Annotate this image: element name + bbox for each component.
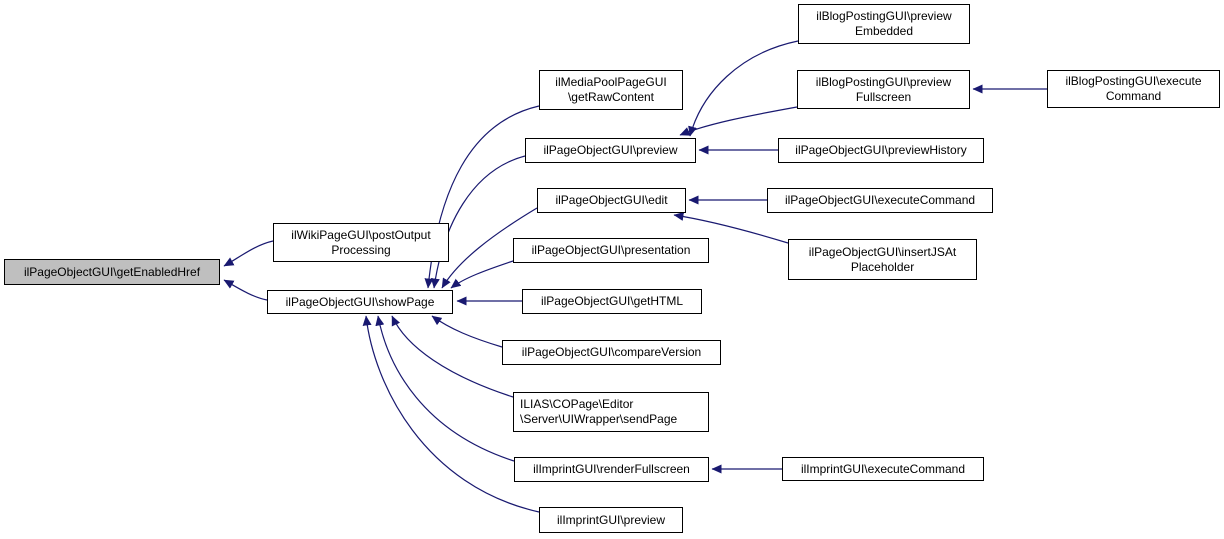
edge-renderFullscreen-to-showPage [375,315,515,462]
node-presentation[interactable]: ilPageObjectGUI\presentation [513,238,709,263]
edge-preview-to-showPage [430,155,526,289]
edge-presentation-to-showPage [450,260,514,289]
node-label: ilBlogPostingGUI\preview [816,9,952,23]
node-blogExecuteCommand[interactable]: ilBlogPostingGUI\execute Command [1047,70,1220,108]
node-label: Fullscreen [855,89,912,104]
node-sendPage[interactable]: ILIAS\COPage\Editor \Server\UIWrapper\se… [513,392,709,432]
node-label: ilWikiPageGUI\postOutput [291,227,431,242]
edge-previewFullscreen-to-preview [679,106,798,136]
node-getEnabledHref: ilPageObjectGUI\getEnabledHref [4,259,220,285]
node-label: ilPageObjectGUI\getEnabledHref [23,264,201,279]
node-label: ilPageObjectGUI\preview [543,143,678,157]
node-insertJSAtPlaceholder[interactable]: ilPageObjectGUI\insertJSAt Placeholder [788,239,977,280]
node-preview[interactable]: ilPageObjectGUI\preview [525,138,696,163]
node-label: ILIAS\COPage\Editor [520,397,634,411]
node-label: ilPageObjectGUI\compareVersion [521,345,702,359]
node-label: ilImprintGUI\executeCommand [800,461,966,476]
edge-compareVersion-to-showPage [431,315,503,348]
node-label: Processing [331,242,391,257]
node-label: Command [1105,89,1162,103]
node-label: ilPageObjectGUI\presentation [531,243,691,257]
node-label: ilBlogPostingGUI\preview [815,74,952,89]
node-previewEmbedded[interactable]: ilBlogPostingGUI\preview Embedded [798,4,970,44]
edge-insertJSAtPlaceholder-to-edit [673,212,789,244]
edge-showPage-to-getEnabledHref [223,279,268,301]
node-getRawContent[interactable]: ilMediaPoolPageGUI \getRawContent [539,70,683,110]
node-compareVersion[interactable]: ilPageObjectGUI\compareVersion [502,340,721,365]
node-label: Placeholder [850,259,915,274]
node-getHTML[interactable]: ilPageObjectGUI\getHTML [522,289,702,314]
node-label: \Server\UIWrapper\sendPage [520,412,678,426]
node-label: \getRawContent [567,90,655,104]
node-imprintPreview[interactable]: ilImprintGUI\preview [539,507,683,533]
edge-sendPage-to-showPage [391,315,514,398]
edge-imprintPreview-to-showPage [362,315,540,513]
node-label: ilPageObjectGUI\showPage [285,294,435,309]
node-pageExecuteCommand[interactable]: ilPageObjectGUI\executeCommand [767,188,993,213]
node-label: ilPageObjectGUI\executeCommand [784,193,976,207]
node-previewFullscreen[interactable]: ilBlogPostingGUI\preview Fullscreen [797,70,970,109]
node-label: ilPageObjectGUI\getHTML [540,294,684,308]
node-imprintExecuteCommand[interactable]: ilImprintGUI\executeCommand [782,457,984,481]
node-label: ilPageObjectGUI\insertJSAt [808,244,957,259]
node-label: ilImprintGUI\renderFullscreen [533,462,690,476]
node-label: Embedded [854,24,914,38]
node-edit[interactable]: ilPageObjectGUI\edit [537,188,686,213]
node-label: ilPageObjectGUI\edit [555,193,668,207]
node-renderFullscreen[interactable]: ilImprintGUI\renderFullscreen [514,457,709,482]
node-postOutputProcessing[interactable]: ilWikiPageGUI\postOutput Processing [273,223,449,262]
node-showPage[interactable]: ilPageObjectGUI\showPage [267,290,453,314]
node-label: ilPageObjectGUI\previewHistory [795,143,967,157]
edge-previewEmbedded-to-preview [688,40,799,137]
node-label: ilBlogPostingGUI\execute [1065,74,1202,88]
node-previewHistory[interactable]: ilPageObjectGUI\previewHistory [778,138,984,163]
node-label: ilImprintGUI\preview [556,512,666,527]
node-label: ilMediaPoolPageGUI [555,75,667,89]
edge-edit-to-showPage [441,207,538,289]
edge-postOutputProcessing-to-getEnabledHref [223,240,274,267]
